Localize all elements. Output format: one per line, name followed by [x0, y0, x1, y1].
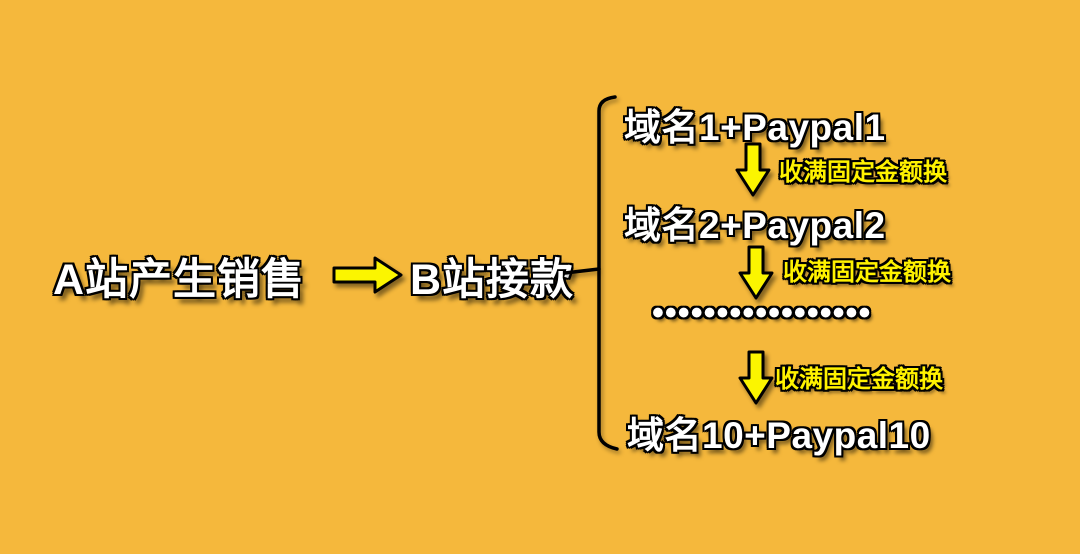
transition-label-3: 收满固定金额换 [775, 366, 943, 393]
down-arrow-icon [735, 142, 771, 197]
down-arrow-icon [738, 245, 774, 300]
chain-item-1: 域名1+Paypal1 [624, 107, 886, 148]
chain-item-10: 域名10+Paypal10 [627, 415, 931, 456]
down-arrow-icon [738, 350, 774, 405]
transition-label-1: 收满固定金额换 [779, 159, 947, 186]
right-arrow-icon [332, 256, 403, 294]
site-b-label: B站接款 [410, 256, 575, 304]
ellipsis-dots: ••••••••••••••••• [652, 294, 872, 332]
chain-item-2: 域名2+Paypal2 [624, 205, 886, 246]
transition-label-2: 收满固定金额换 [783, 259, 951, 286]
brace-bracket [563, 95, 619, 451]
site-a-label: A站产生销售 [53, 256, 306, 304]
